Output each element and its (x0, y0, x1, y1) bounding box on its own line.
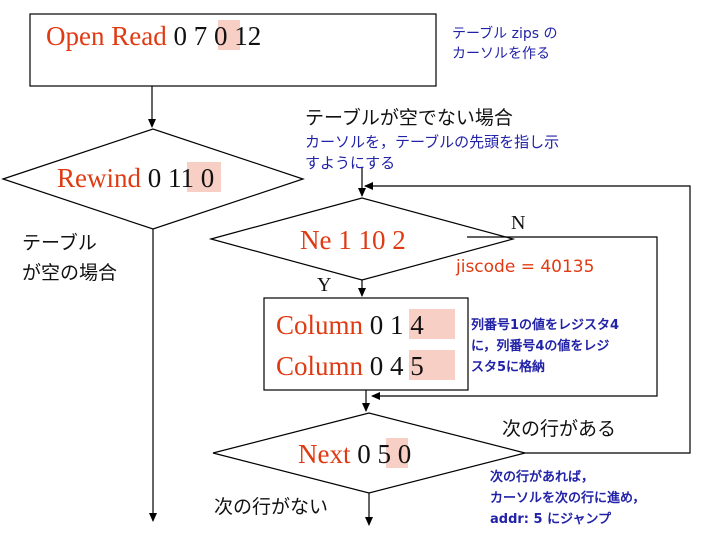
open-read-instruction: Open Read 0 7 0 12 (46, 21, 261, 51)
label-y: Y (317, 274, 331, 296)
rewind-highlight (187, 162, 221, 192)
open-read-highlight (218, 20, 240, 50)
rewind-diamond (1, 128, 305, 230)
label-has-next: 次の行がある (502, 418, 616, 440)
label-no-next: 次の行がない (214, 496, 328, 518)
column1-highlight (409, 309, 455, 339)
note-column-line1: 列番号1の値をレジスタ4 (471, 317, 619, 333)
note-next-line1: 次の行があれば， (490, 469, 594, 485)
label-empty-line1: テーブル (22, 231, 97, 254)
ne-instruction: Ne 1 10 2 (300, 225, 406, 255)
label-not-empty: テーブルが空でない場合 (305, 106, 513, 129)
note-next-line2: カーソルを次の行に進め， (490, 490, 645, 506)
label-empty-line2: が空の場合 (22, 262, 117, 284)
column1-instruction: Column 0 1 4 (276, 310, 424, 340)
column2-highlight (409, 350, 455, 380)
note-rewind-line1: カーソルを，テーブルの先頭を指し示 (305, 133, 559, 151)
ne-diamond (208, 197, 516, 281)
edge-next-loop (364, 182, 691, 454)
note-column-line3: スタ5に格納 (471, 359, 545, 375)
note-open-read-line2: カーソルを作る (452, 46, 550, 62)
label-n: N (511, 212, 525, 234)
next-highlight (386, 438, 408, 468)
note-jiscode: jiscode = 40135 (455, 257, 594, 277)
note-next-line3: addr: 5 にジャンプ (490, 512, 612, 527)
rewind-instruction: Rewind 0 11 0 (57, 163, 214, 193)
note-open-read-line1: テーブル zips の (452, 25, 557, 42)
edge-ne-no (371, 236, 658, 400)
column2-instruction: Column 0 4 5 (276, 351, 424, 381)
note-column-line2: に，列番号4の値をレジ (471, 338, 609, 354)
note-rewind-line2: すようにする (305, 154, 395, 172)
next-instruction: Next 0 5 0 (298, 439, 411, 469)
